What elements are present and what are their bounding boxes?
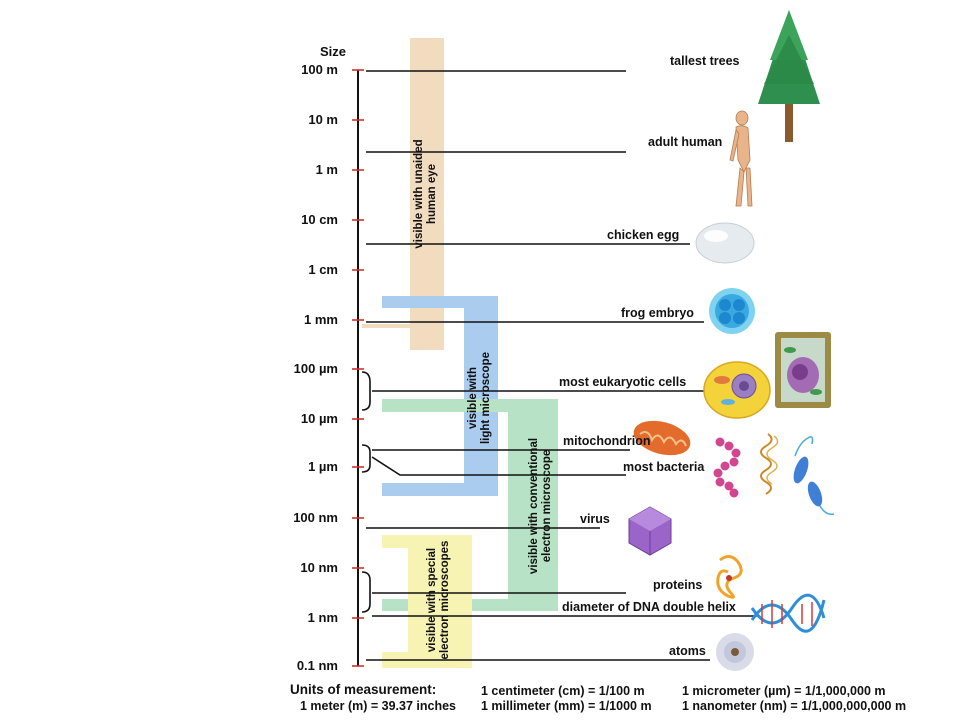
units-meter: 1 meter (m) = 39.37 inches <box>300 699 456 713</box>
atom-icon <box>716 633 754 671</box>
scale-tick-label: 10 cm <box>301 212 338 227</box>
object-label-atoms: atoms <box>669 644 706 658</box>
units-nanometer: 1 nanometer (nm) = 1/1,000,000,000 m <box>682 699 907 713</box>
mitochondrion-icon <box>633 420 691 456</box>
scale-tick-label: 1 cm <box>308 262 338 277</box>
units-title: Units of measurement: <box>290 682 437 697</box>
human-icon <box>729 110 753 207</box>
scale-tick-label: 1 nm <box>307 610 338 625</box>
scale-ticks <box>352 69 364 667</box>
scale-tick-label: 100 µm <box>293 361 338 376</box>
object-label-proteins: proteins <box>653 578 703 592</box>
range-label-line: visible with special <box>426 547 438 653</box>
object-label-frog-embryo: frog embryo <box>621 306 694 320</box>
scale-tick-label: 0.1 nm <box>296 658 338 673</box>
tree-icon <box>758 10 820 142</box>
range-band-conventional-em <box>382 399 558 611</box>
object-label-chicken-egg: chicken egg <box>607 228 680 242</box>
spiral-bacteria-icon <box>760 433 773 495</box>
range-label-line: visible with conventional <box>528 437 540 575</box>
egg-icon <box>695 222 755 264</box>
animal-cell-icon <box>703 361 771 419</box>
range-label-line: human eye <box>426 163 438 225</box>
range-label-conventional-em: visible with conventional electron micro… <box>528 416 556 596</box>
units-micrometer: 1 micrometer (µm) = 1/1,000,000 m <box>682 684 886 698</box>
range-label-line: electron microscope <box>541 449 553 563</box>
object-label-virus: virus <box>580 512 610 526</box>
range-label-line: electron microscopes <box>439 540 451 660</box>
scale-tick-label: 100 nm <box>293 510 338 525</box>
protein-icon <box>716 555 743 599</box>
object-label-mitochondrion: mitochondrion <box>563 434 651 448</box>
virus-icon <box>628 506 672 556</box>
object-lines <box>361 70 760 661</box>
units-centimeter: 1 centimeter (cm) = 1/100 m <box>481 684 645 698</box>
scale-tick-label: 1 m <box>315 162 338 177</box>
flagellated-bacteria-icon <box>793 436 835 516</box>
plant-cell-icon <box>775 332 831 408</box>
object-label-eukaryotic-cells: most eukaryotic cells <box>559 375 687 389</box>
range-label-line: visible with <box>467 367 479 429</box>
object-label-adult-human: adult human <box>648 135 723 149</box>
range-band-special-em <box>382 535 472 668</box>
scale-tick-label: 1 µm <box>308 459 338 474</box>
scale-tick-label: 1 mm <box>304 312 338 327</box>
dna-icon <box>750 593 826 633</box>
scale-tick-label: 10 m <box>308 112 338 127</box>
units-millimeter: 1 millimeter (mm) = 1/1000 m <box>481 699 652 713</box>
range-label-line: light microscope <box>480 351 492 445</box>
scale-tick-label: 10 µm <box>300 411 338 426</box>
bacteria-icon <box>713 437 741 498</box>
range-label-special-em: visible with special electron microscope… <box>426 520 454 680</box>
scale-tick-label: 100 m <box>301 62 338 77</box>
range-label-unaided-eye: visible with unaided human eye <box>413 109 441 279</box>
object-label-dna: diameter of DNA double helix <box>562 600 736 614</box>
frog-embryo-icon <box>709 288 755 334</box>
range-band-light-microscope <box>382 296 498 496</box>
object-label-tallest-trees: tallest trees <box>670 54 740 68</box>
range-label-line: visible with unaided <box>413 139 425 249</box>
scale-tick-label: 10 nm <box>300 560 338 575</box>
scale-header: Size <box>319 44 346 59</box>
spiral-bacteria-icon-2 <box>766 435 779 485</box>
range-label-light-microscope: visible with light microscope <box>467 333 495 463</box>
object-label-bacteria: most bacteria <box>623 460 705 474</box>
